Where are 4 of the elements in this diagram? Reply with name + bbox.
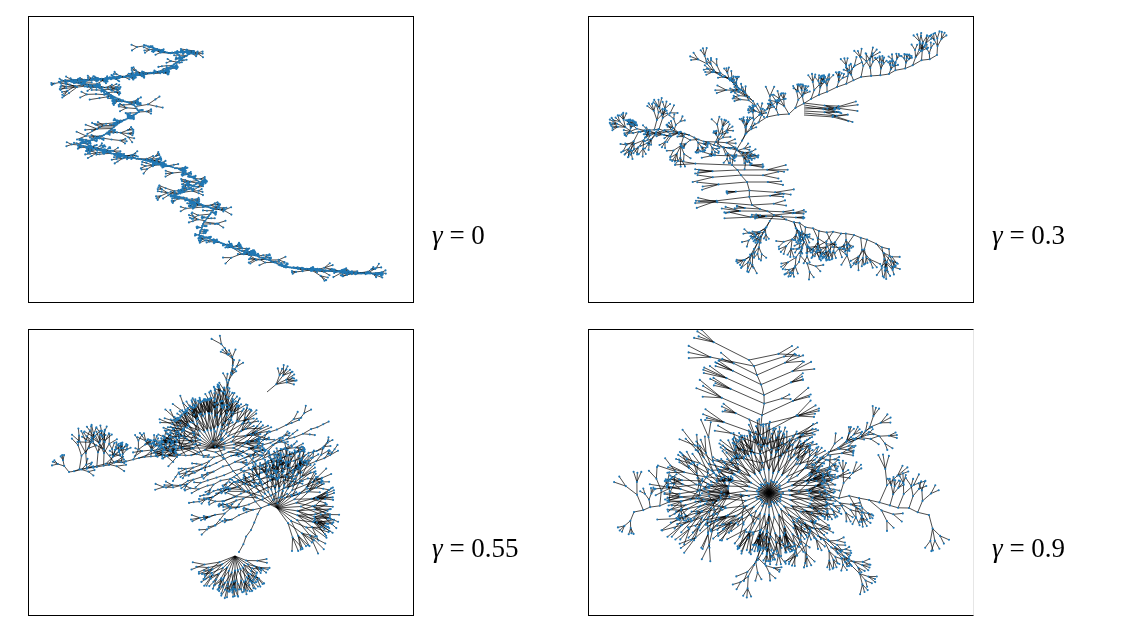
gamma-label: γ = 0	[432, 219, 485, 251]
gamma-label: γ = 0.9	[992, 532, 1066, 564]
gamma-label: γ = 0.3	[992, 219, 1066, 251]
gamma-label: γ = 0.55	[432, 532, 519, 564]
